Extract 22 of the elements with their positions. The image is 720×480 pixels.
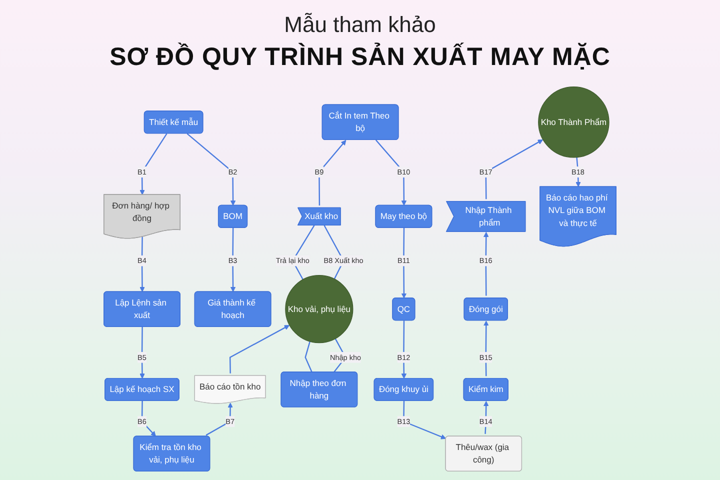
arrow: [485, 139, 544, 200]
arrow: [141, 400, 156, 437]
arrow: [483, 232, 489, 296]
arrow: [206, 402, 233, 436]
arrow: [318, 140, 346, 206]
connector: [304, 341, 312, 372]
node-circle: Kho Thành Phẩm: [538, 86, 610, 158]
arrow: [140, 236, 145, 292]
arrow: [375, 140, 407, 206]
arrow: [229, 325, 290, 374]
arrow: [401, 228, 407, 298]
title: SƠ ĐỒ QUY TRÌNH SẢN XUẤT MAY MẶC: [110, 42, 610, 72]
arrow: [186, 133, 236, 206]
arrow: [230, 228, 236, 292]
arrow: [401, 320, 407, 379]
arrow: [140, 326, 145, 379]
arrow: [483, 400, 489, 434]
arrow: [483, 320, 489, 376]
arrow: [140, 133, 168, 196]
arrow: [403, 400, 446, 440]
subtitle: Mẫu tham khảo: [284, 12, 436, 38]
node-circle: Kho vải, phụ liệu: [285, 275, 354, 344]
